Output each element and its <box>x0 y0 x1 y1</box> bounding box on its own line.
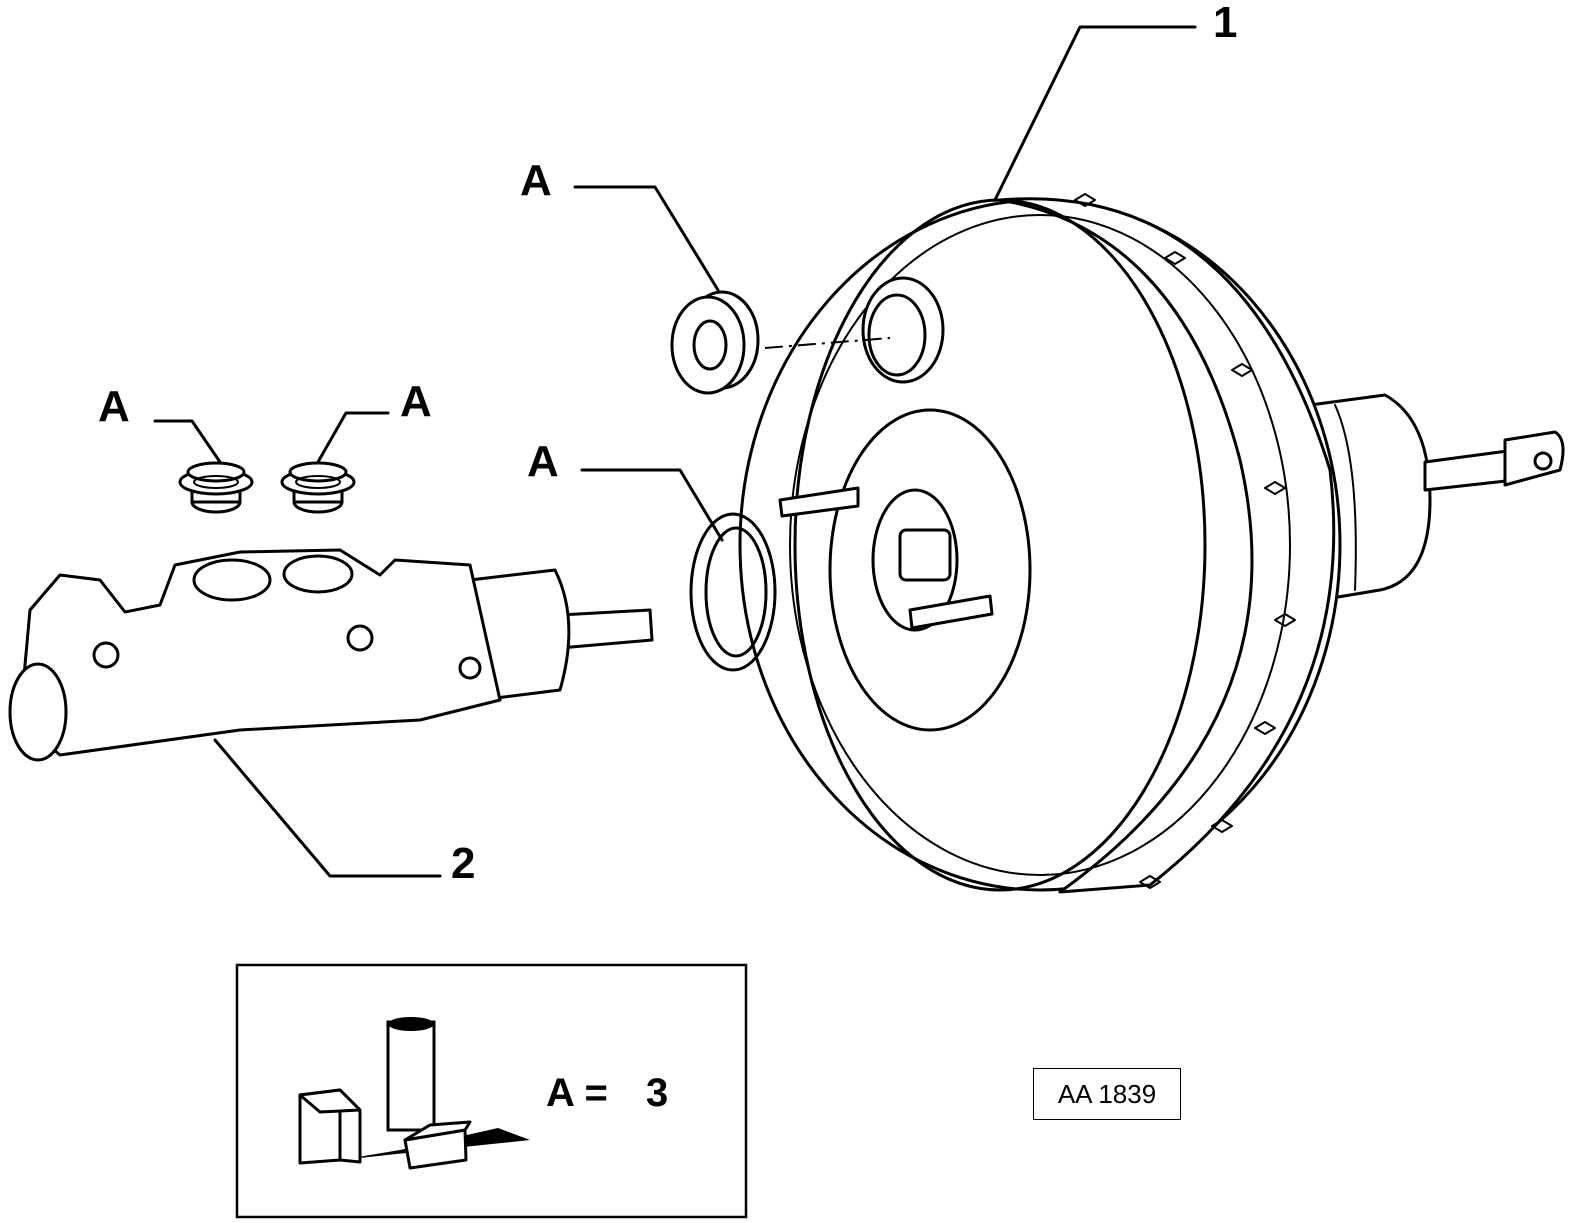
callout-seal-a-top: A <box>520 156 552 205</box>
brake-servo-part-1 <box>738 193 1565 894</box>
callout-seal-a-ring: A <box>527 437 559 486</box>
kit-quantity: 3 <box>646 1071 668 1115</box>
callout-part-2: 2 <box>451 839 475 888</box>
callout-part-1: 1 <box>1213 0 1237 47</box>
callout-seal-a-right: A <box>400 377 432 426</box>
reservoir-seal-right <box>280 461 356 514</box>
master-cylinder-part-2 <box>8 548 654 762</box>
callout-seal-a-left: A <box>98 382 130 431</box>
reference-code: AA 1839 <box>1033 1068 1181 1120</box>
leader-lines <box>153 25 1197 878</box>
kit-equation-label: A = <box>546 1071 608 1115</box>
kit-legend: A = 3 <box>235 963 748 1219</box>
reservoir-seal-left <box>178 461 254 514</box>
grommet-seal <box>670 290 760 395</box>
o-ring-seal <box>689 512 777 672</box>
repair-kit-icon <box>298 1017 530 1170</box>
